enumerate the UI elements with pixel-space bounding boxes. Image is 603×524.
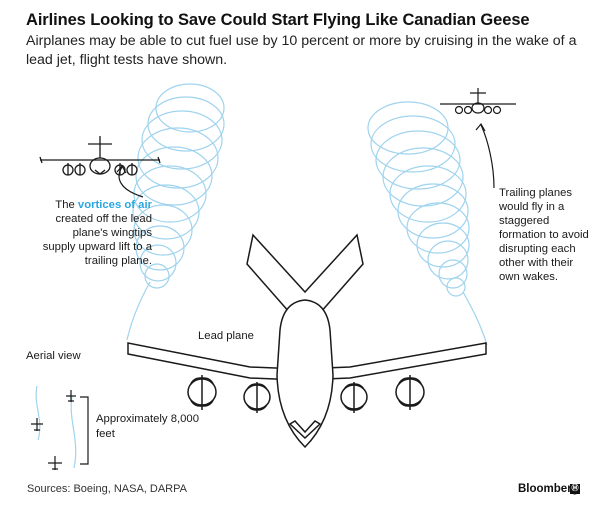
distance-label: Approximately 8,000 feet: [96, 413, 199, 440]
aerial-view-label: Aerial view: [26, 350, 81, 362]
arrows: [116, 122, 495, 198]
left-vortex-spiral: [126, 83, 225, 341]
page-title: Airlines Looking to Save Could Start Fly…: [26, 11, 530, 29]
trailing-plane-right: [440, 88, 516, 115]
vortices-highlight: vortices of air: [77, 199, 152, 211]
page-subtitle: Airplanes may be able to cut fuel use by…: [26, 33, 577, 68]
right-vortex-spiral: [367, 101, 488, 346]
brand-logo: Bloomberg: [518, 483, 579, 495]
vortices-prefix: The: [55, 199, 78, 211]
vortices-suffix: created off the lead plane's wingtips su…: [42, 213, 152, 267]
source-note: Sources: Boeing, NASA, DARPA: [27, 483, 187, 495]
lead-plane-label: Lead plane: [198, 330, 254, 342]
lead-plane: [127, 233, 487, 449]
brand-mark-icon: Ⓜ: [570, 484, 580, 494]
vortices-annotation: The vortices of air created off the lead…: [40, 198, 152, 268]
aerial-view-inset: [31, 385, 89, 470]
trailing-annotation: Trailing planes would fly in a staggered…: [499, 187, 589, 283]
